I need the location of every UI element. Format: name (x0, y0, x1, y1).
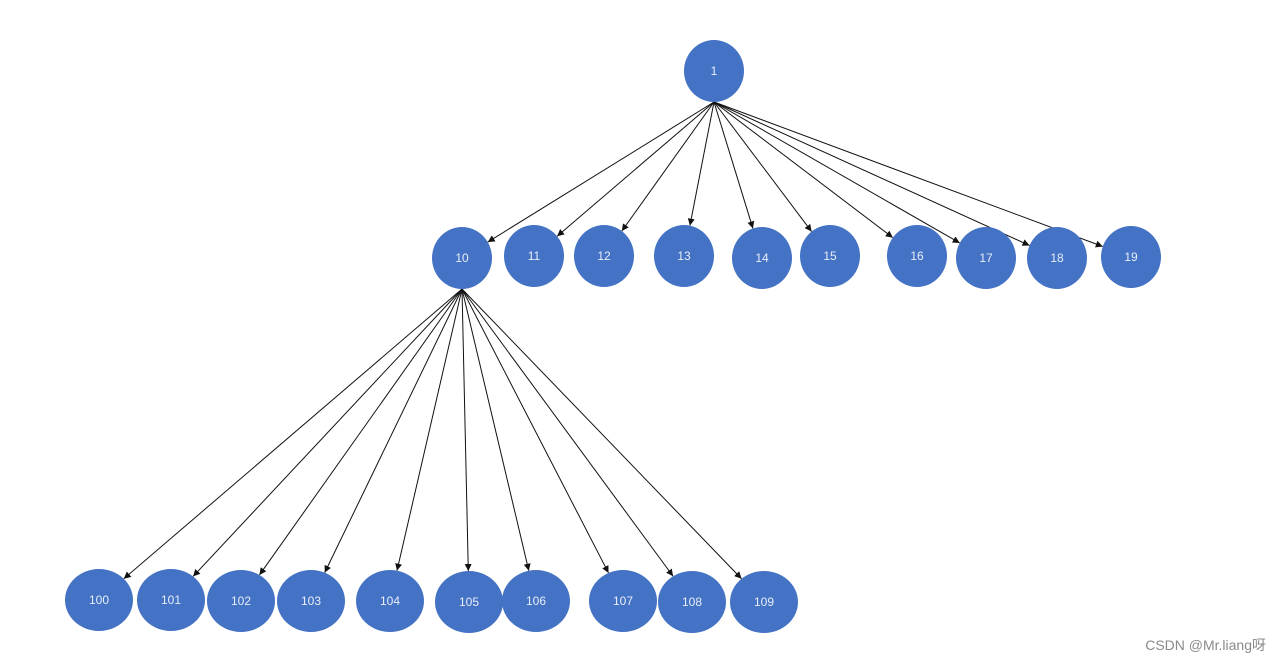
node-107: 107 (589, 570, 657, 632)
node-1: 1 (684, 40, 744, 102)
node-circle (730, 571, 798, 633)
edge-1-to-12 (621, 101, 715, 232)
node-circle (356, 570, 424, 632)
node-circle (1101, 226, 1161, 288)
node-label: 101 (161, 593, 181, 607)
node-14: 14 (732, 227, 792, 289)
node-label: 105 (459, 595, 479, 609)
node-circle (658, 571, 726, 633)
edge-1-to-18 (713, 101, 1030, 246)
node-label: 14 (755, 251, 769, 265)
node-108: 108 (658, 571, 726, 633)
node-12: 12 (574, 225, 634, 287)
node-circle (432, 227, 492, 289)
node-label: 11 (528, 249, 541, 263)
node-18: 18 (1027, 227, 1087, 289)
node-106: 106 (502, 570, 570, 632)
node-label: 100 (89, 593, 109, 607)
node-circle (732, 227, 792, 289)
node-circle (435, 571, 503, 633)
node-19: 19 (1101, 226, 1161, 288)
node-102: 102 (207, 570, 275, 632)
node-15: 15 (800, 225, 860, 287)
node-label: 109 (754, 595, 774, 609)
node-circle (207, 570, 275, 632)
node-label: 12 (597, 249, 611, 263)
node-circle (1027, 227, 1087, 289)
edge-10-to-103 (324, 288, 463, 573)
node-circle (574, 225, 634, 287)
node-label: 15 (823, 249, 837, 263)
edge-1-to-17 (713, 101, 961, 244)
node-label: 10 (455, 251, 469, 265)
edge-10-to-109 (461, 288, 742, 580)
node-105: 105 (435, 571, 503, 633)
edge-1-to-15 (713, 101, 812, 232)
edge-10-to-107 (461, 288, 609, 574)
node-101: 101 (137, 569, 205, 631)
node-103: 103 (277, 570, 345, 632)
node-circle (800, 225, 860, 287)
edge-10-to-108 (461, 288, 674, 577)
node-label: 107 (613, 594, 633, 608)
node-13: 13 (654, 225, 714, 287)
edge-1-to-13 (687, 101, 715, 226)
edge-1-to-16 (713, 101, 894, 239)
node-circle (684, 40, 744, 102)
node-17: 17 (956, 227, 1016, 289)
edge-10-to-105 (461, 288, 472, 572)
edge-1-to-11 (556, 101, 715, 237)
edge-10-to-106 (461, 288, 531, 571)
node-label: 1 (711, 64, 718, 78)
node-circle (277, 570, 345, 632)
node-circle (65, 569, 133, 631)
edge-1-to-14 (713, 101, 755, 229)
edge-1-to-19 (713, 101, 1103, 248)
node-circle (589, 570, 657, 632)
node-circle (502, 570, 570, 632)
edge-10-to-102 (259, 288, 463, 576)
edge-10-to-101 (192, 288, 463, 577)
node-10: 10 (432, 227, 492, 289)
edge-10-to-100 (123, 288, 463, 580)
node-label: 13 (677, 249, 691, 263)
edges-layer (123, 101, 1103, 580)
node-circle (887, 225, 947, 287)
node-label: 108 (682, 595, 702, 609)
node-label: 17 (979, 251, 993, 265)
node-100: 100 (65, 569, 133, 631)
node-104: 104 (356, 570, 424, 632)
node-11: 11 (504, 225, 564, 287)
node-16: 16 (887, 225, 947, 287)
node-label: 106 (526, 594, 546, 608)
node-label: 104 (380, 594, 400, 608)
node-circle (504, 225, 564, 287)
node-label: 102 (231, 594, 251, 608)
node-label: 18 (1050, 251, 1064, 265)
node-circle (956, 227, 1016, 289)
nodes-layer: 1 10 11 12 13 14 15 16 17 18 19 100 101 102 103 104 105 1… (65, 40, 1161, 633)
edge-10-to-104 (395, 288, 463, 571)
edge-1-to-10 (487, 101, 715, 243)
watermark: CSDN @Mr.liang呀 (1145, 637, 1266, 653)
node-label: 103 (301, 594, 321, 608)
node-label: 16 (910, 249, 924, 263)
node-109: 109 (730, 571, 798, 633)
node-label: 19 (1124, 250, 1138, 264)
node-circle (654, 225, 714, 287)
node-circle (137, 569, 205, 631)
